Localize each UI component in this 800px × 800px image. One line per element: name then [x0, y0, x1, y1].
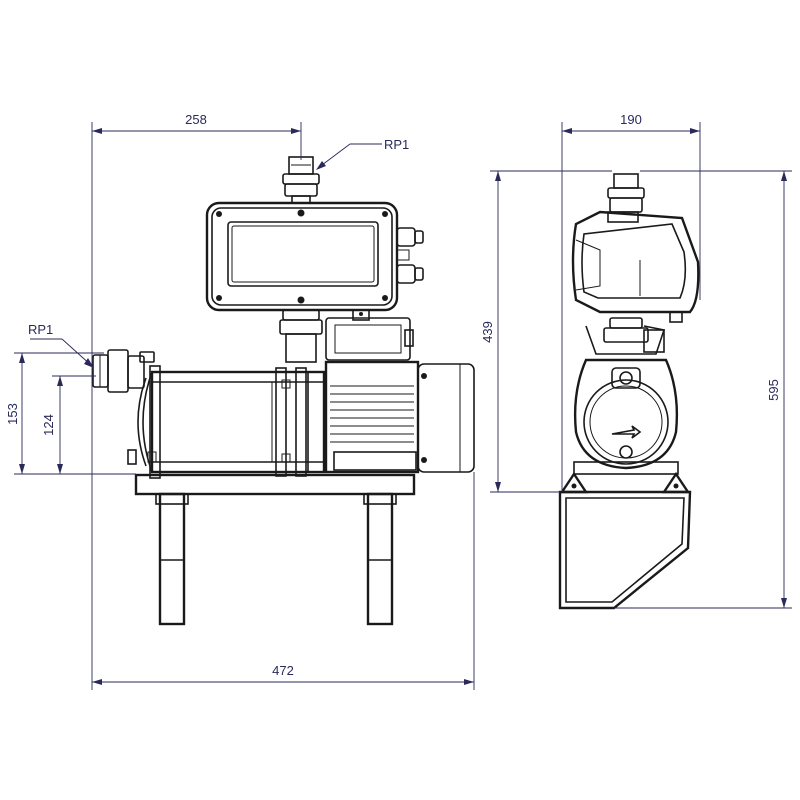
- side-view: [558, 173, 700, 610]
- dim-front-inlet-height: 124: [41, 414, 56, 436]
- dim-front-top-width: 258: [185, 112, 207, 127]
- front-view: [92, 156, 475, 626]
- dim-front-total-width: 472: [272, 663, 294, 678]
- front-outlet-fitting: [282, 156, 320, 204]
- dim-front-outlet-height: 153: [5, 403, 20, 425]
- front-inlet-fitting: [92, 349, 155, 465]
- front-mid-fitting: [279, 309, 414, 363]
- front-base: [134, 473, 416, 626]
- label-inlet-connection: RP1: [28, 322, 53, 337]
- dim-side-pump-height: 439: [480, 321, 495, 343]
- dim-side-total-height: 595: [766, 379, 781, 401]
- front-controller: [205, 201, 424, 312]
- front-motor: [324, 360, 475, 474]
- front-pump-body: [137, 365, 327, 479]
- dimension-lines: [14, 122, 792, 690]
- label-outlet-connection: RP1: [384, 137, 409, 152]
- dim-side-width: 190: [620, 112, 642, 127]
